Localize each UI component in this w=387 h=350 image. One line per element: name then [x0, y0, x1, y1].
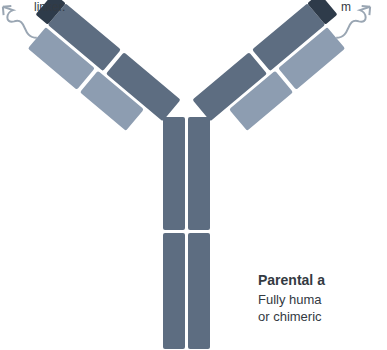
part-heading: Parental a [258, 272, 325, 288]
fab-arm [0, 0, 181, 145]
scfv-cap [307, 0, 337, 25]
annotation-text: m [341, 0, 351, 14]
heavy-chain-domain [163, 117, 185, 230]
light-chain-domain [229, 71, 293, 131]
light-chain-domain [278, 27, 345, 90]
fab-arm [192, 0, 380, 145]
fc-stem [163, 117, 210, 349]
heavy-chain-domain [163, 233, 185, 349]
linker-curl [332, 4, 374, 42]
linker-curl [362, 2, 374, 15]
part-description: Fully huma [258, 292, 322, 307]
heavy-chain-domain [188, 117, 210, 230]
part-description: or chimeric [258, 309, 322, 324]
linker-curl [0, 2, 11, 15]
light-chain-domain [28, 27, 95, 90]
heavy-chain-domain [188, 233, 210, 349]
annotation-text: linker. [34, 0, 65, 14]
light-chain-domain [80, 71, 144, 131]
